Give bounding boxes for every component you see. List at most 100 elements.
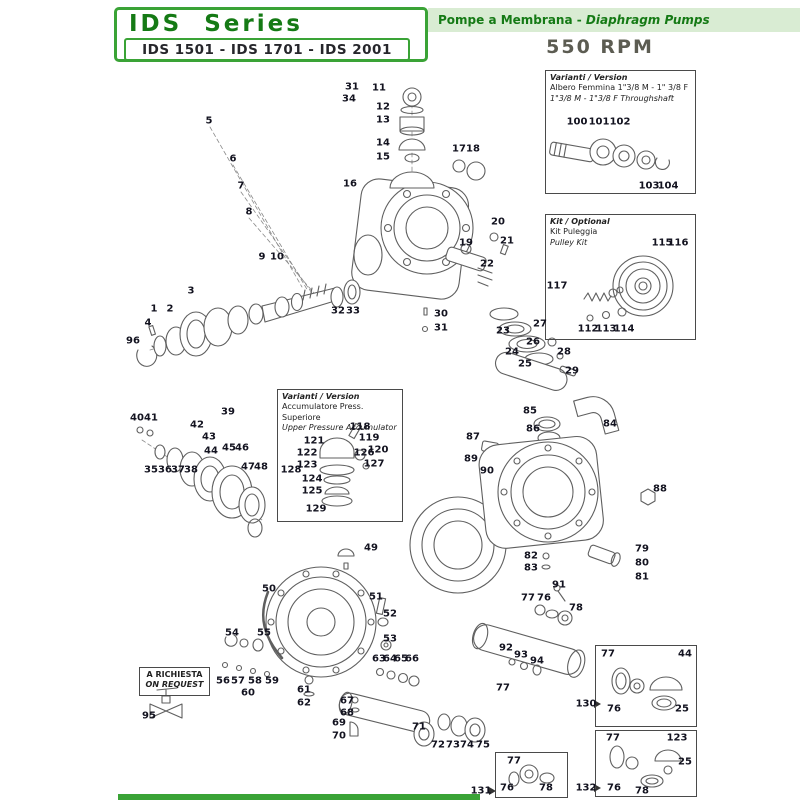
part-label-91: 91 [552, 579, 566, 591]
cover-drawing [221, 548, 392, 697]
pulley-line1: Kit Puleggia [550, 227, 598, 237]
part-label-65: 65 [394, 653, 408, 665]
part-label-115: 115 [651, 237, 673, 249]
part-label-129: 129 [305, 503, 327, 515]
part-label-90: 90 [480, 465, 494, 477]
part-label-24: 24 [505, 346, 519, 358]
part-label-1: 1 [150, 303, 158, 315]
accumulator-variant-drawing [319, 422, 370, 507]
part-label-103: 103 [638, 180, 660, 192]
part-label-66: 66 [405, 653, 419, 665]
pulley-title: Kit / Optional [550, 217, 610, 226]
part-label-58: 58 [248, 675, 262, 687]
part-label-43: 43 [202, 431, 216, 443]
part-label-28: 28 [557, 346, 571, 358]
part-label-118: 118 [349, 421, 371, 433]
part-label-19: 19 [459, 237, 473, 249]
accumulator-stack-drawing [389, 87, 435, 189]
part-label-8: 8 [245, 206, 253, 218]
part-label-77: 77 [496, 682, 510, 694]
part-label-59: 59 [265, 675, 279, 687]
throughshaft-drawing [549, 138, 670, 170]
right-body-drawing [409, 396, 656, 626]
part-label-37: 37 [171, 464, 185, 476]
part-label-25: 25 [675, 703, 689, 715]
part-label-44: 44 [678, 648, 692, 660]
right-manifold-drawing [471, 622, 586, 678]
part-label-124: 124 [301, 473, 323, 485]
inset-kit-131 [495, 752, 568, 798]
part-label-78: 78 [569, 602, 583, 614]
part-label-32: 32 [331, 305, 345, 317]
part-label-22: 22 [480, 258, 494, 270]
part-label-102: 102 [609, 116, 631, 128]
part-label-50: 50 [262, 583, 276, 595]
part-label-72: 72 [431, 739, 445, 751]
part-label-123: 123 [666, 732, 688, 744]
part-label-67: 67 [340, 695, 354, 707]
part-label-93: 93 [514, 649, 528, 661]
part-label-76: 76 [500, 782, 514, 794]
part-label-123: 123 [296, 459, 318, 471]
part-label-121: 121 [303, 435, 325, 447]
part-label-75: 75 [476, 739, 490, 751]
banner-text-italian: Pompe a Membrana - [438, 13, 586, 27]
part-label-92: 92 [499, 642, 513, 654]
product-banner: Pompe a Membrana - Diaphragm Pumps [428, 8, 800, 32]
part-label-46: 46 [235, 442, 249, 454]
part-label-76: 76 [537, 592, 551, 604]
part-label-113: 113 [595, 323, 617, 335]
part-label-120: 120 [367, 444, 389, 456]
part-label-131: 131 [470, 785, 492, 797]
part-label-89: 89 [464, 453, 478, 465]
left-head-cluster-drawing [136, 426, 266, 538]
part-label-6: 6 [229, 153, 237, 165]
part-label-119: 119 [358, 432, 380, 444]
part-label-126: 126 [353, 447, 375, 459]
part-label-69: 69 [332, 717, 346, 729]
part-label-64: 64 [383, 653, 397, 665]
part-label-26: 26 [526, 336, 540, 348]
accumulator-title: Varianti / Version [282, 392, 360, 401]
part-label-73: 73 [446, 739, 460, 751]
models-subtitle: IDS 1501 - IDS 1701 - IDS 2001 [124, 38, 410, 61]
bottom-manifold-drawing [338, 667, 486, 747]
part-label-38: 38 [184, 464, 198, 476]
part-label-21: 21 [500, 235, 514, 247]
part-label-31: 31 [434, 322, 448, 334]
part-label-77: 77 [521, 592, 535, 604]
part-label-88: 88 [653, 483, 667, 495]
part-label-70: 70 [332, 730, 346, 742]
part-label-39: 39 [221, 406, 235, 418]
footer-bar [118, 794, 480, 800]
throughshaft-line2: 1"3/8 M - 1"3/8 F Throughshaft [550, 93, 674, 103]
part-label-62: 62 [297, 697, 311, 709]
inset-kit-130 [595, 645, 697, 727]
part-label-23: 23 [496, 325, 510, 337]
part-label-77: 77 [601, 648, 615, 660]
part-label-122: 122 [296, 447, 318, 459]
series-title-box: IDS Series IDS 1501 - IDS 1701 - IDS 200… [114, 7, 428, 62]
inset-131-drawing [489, 764, 555, 795]
part-label-14: 14 [376, 137, 390, 149]
part-label-10: 10 [270, 251, 284, 263]
part-label-31: 31 [345, 81, 359, 93]
part-label-16: 16 [343, 178, 357, 190]
part-label-35: 35 [144, 464, 158, 476]
accumulator-line2: Upper Pressure Accumulator [282, 423, 397, 433]
part-label-95: 95 [142, 710, 156, 722]
part-label-94: 94 [530, 655, 544, 667]
top-fittings-drawing [445, 159, 509, 287]
part-label-56: 56 [216, 675, 230, 687]
part-label-81: 81 [635, 571, 649, 583]
part-label-53: 53 [383, 633, 397, 645]
part-label-76: 76 [607, 703, 621, 715]
part-label-42: 42 [190, 419, 204, 431]
part-label-80: 80 [635, 557, 649, 569]
part-label-54: 54 [225, 627, 239, 639]
part-label-68: 68 [340, 707, 354, 719]
part-label-104: 104 [657, 180, 679, 192]
part-label-13: 13 [376, 114, 390, 126]
